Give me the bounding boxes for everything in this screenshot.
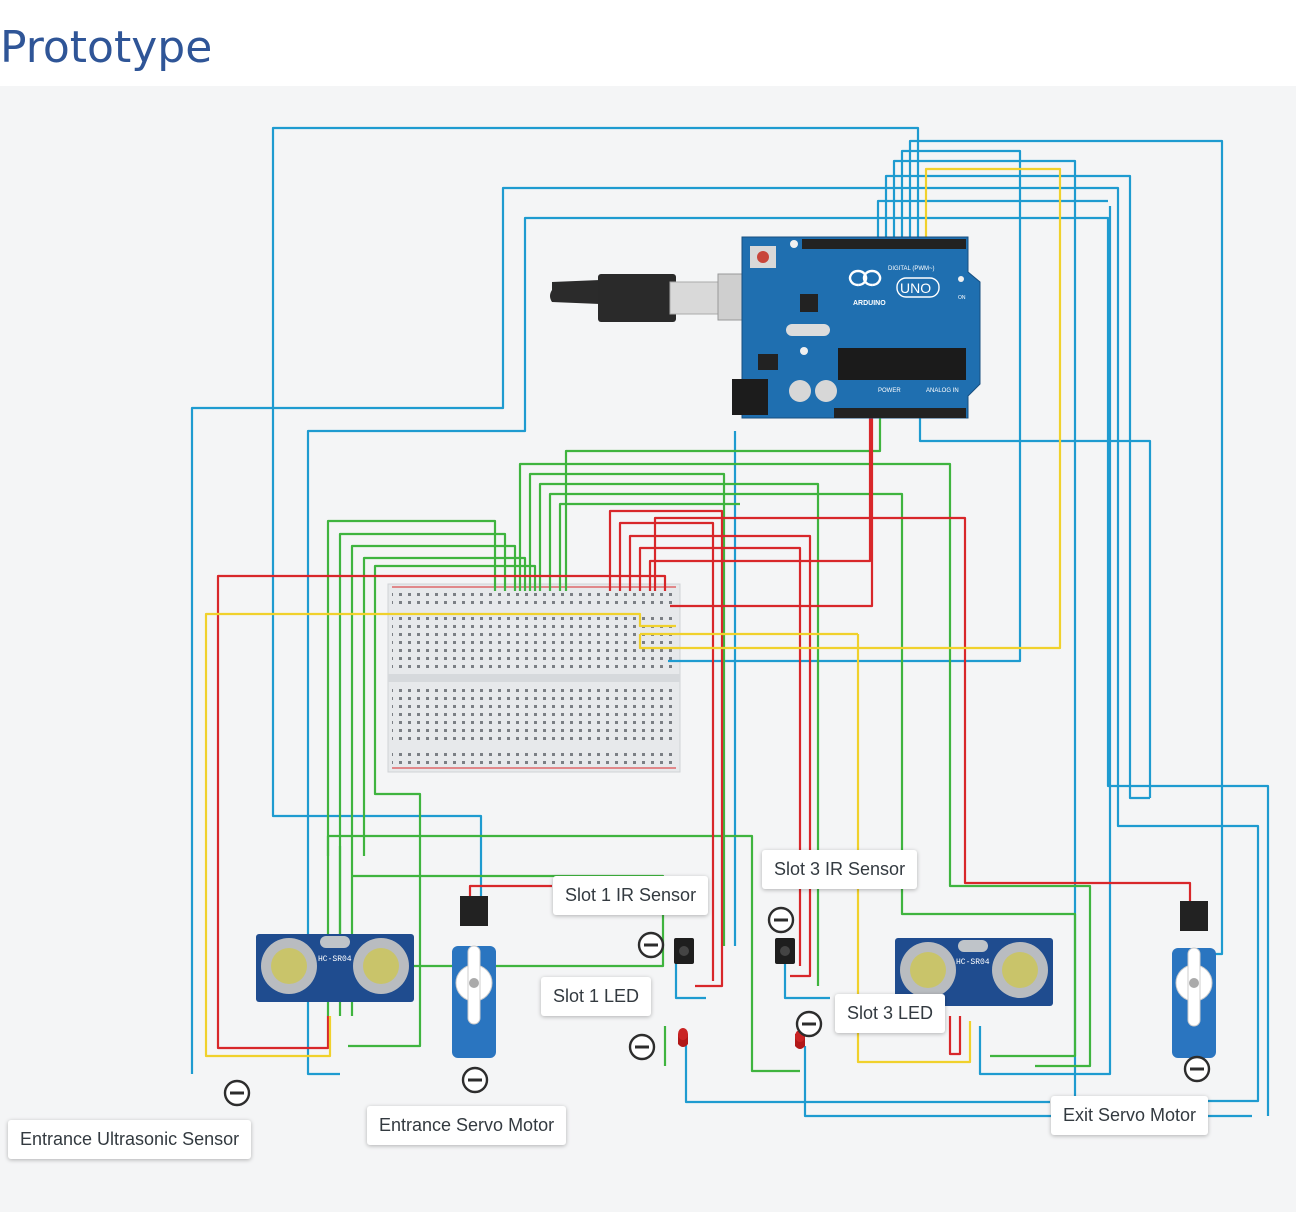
label-slot3-led: Slot 3 LED [835, 994, 946, 1033]
arduino-on-label: ON [958, 295, 966, 301]
page-title: Prototype [0, 22, 213, 73]
minus-circle-icon[interactable] [637, 931, 665, 959]
slot1-led [678, 1028, 688, 1047]
circuit-diagram: UNO ARDUINO DIGITAL (PWM~) POWER ANALOG … [190, 126, 1270, 1118]
arduino-power-label: POWER [878, 388, 901, 394]
arduino-analog-label: ANALOG IN [926, 388, 959, 394]
arduino-digital-label: DIGITAL (PWM~) [888, 266, 935, 272]
entrance-servo-motor [452, 896, 496, 1058]
minus-circle-icon[interactable] [628, 1033, 656, 1061]
label-entrance-ultrasonic-sensor: Entrance Ultrasonic Sensor [8, 1120, 252, 1159]
arduino-brand-label: ARDUINO [853, 300, 886, 307]
minus-circle-icon[interactable] [767, 906, 795, 934]
arduino-model-label: UNO [900, 280, 931, 296]
exit-ultrasonic-sensor: HC-SR04 [895, 938, 1053, 1006]
label-entrance-servo-motor: Entrance Servo Motor [367, 1106, 567, 1145]
minus-circle-icon[interactable] [795, 1010, 823, 1038]
label-exit-servo-motor: Exit Servo Motor [1051, 1096, 1209, 1135]
minus-circle-icon[interactable] [223, 1079, 251, 1107]
exit-servo-motor [1172, 901, 1216, 1058]
sensor-model-label: HC-SR04 [318, 955, 352, 964]
minus-circle-icon[interactable] [461, 1066, 489, 1094]
label-slot3-ir-sensor: Slot 3 IR Sensor [762, 850, 918, 889]
label-slot1-led: Slot 1 LED [541, 977, 652, 1016]
minus-circle-icon[interactable] [1183, 1055, 1211, 1083]
arduino-uno: UNO ARDUINO DIGITAL (PWM~) POWER ANALOG … [550, 236, 981, 419]
slot3-ir-sensor [775, 938, 795, 964]
breadboard [387, 583, 681, 773]
label-slot1-ir-sensor: Slot 1 IR Sensor [553, 876, 709, 915]
collapse-icons [223, 906, 1211, 1107]
entrance-ultrasonic-sensor: HC-SR04 [256, 934, 414, 1002]
slot1-ir-sensor [674, 938, 694, 964]
sensor-model-label: HC-SR04 [956, 958, 990, 967]
circuit-canvas: UNO ARDUINO DIGITAL (PWM~) POWER ANALOG … [0, 86, 1296, 1212]
